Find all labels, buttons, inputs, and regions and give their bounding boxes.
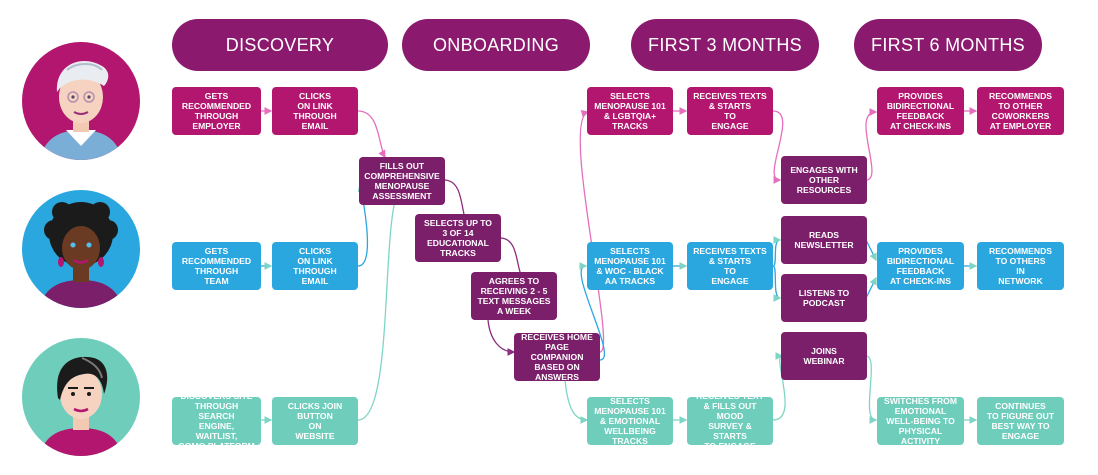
phase-header-discovery: DISCOVERY [172, 19, 388, 71]
step-p1-receives-texts: RECEIVES TEXTS & STARTS TO ENGAGE [687, 87, 773, 135]
connector-resources-p1-feedback [865, 108, 878, 181]
step-p1-gets-recommended: GETS RECOMMENDED THROUGH EMPLOYER [172, 87, 261, 135]
connector-webinar-switches [865, 355, 878, 424]
persona-older-woman-icon [40, 61, 122, 160]
step-p3-clicks-join: CLICKS JOIN BUTTON ON WEBSITE [272, 397, 358, 445]
step-fills-out-assessment: FILLS OUT COMPREHENSIVE MENOPAUSE ASSESS… [359, 157, 445, 205]
connector-p3-clicks-assessment [357, 186, 401, 421]
step-p2-provides-feedback: PROVIDES BIDIRECTIONAL FEEDBACK AT CHECK… [877, 242, 964, 290]
connector-p2-receives-podcast [772, 265, 782, 302]
step-p3-selects-tracks: SELECTS MENOPAUSE 101 & EMOTIONAL WELLBE… [587, 396, 673, 446]
connector-homepage-p1-selects [579, 110, 605, 353]
connector-p2-receives-newsletter [772, 236, 782, 267]
persona-2-avatar [22, 190, 140, 308]
step-p1-clicks-link: CLICKS ON LINK THROUGH EMAIL [272, 87, 358, 135]
connector-p1-clicks-assessment [357, 110, 386, 159]
step-agrees-text-messages: AGREES TO RECEIVING 2 - 5 TEXT MESSAGES … [471, 272, 557, 320]
connector-texts-homepage [487, 319, 516, 356]
step-p1-recommends-coworkers: RECOMMENDS TO OTHER COWORKERS AT EMPLOYE… [977, 87, 1064, 135]
connector-newsletter-feedback [865, 239, 877, 262]
step-p2-recommends-network: RECOMMENDS TO OTHERS IN NETWORK [977, 242, 1064, 290]
step-p1-provides-feedback: PROVIDES BIDIRECTIONAL FEEDBACK AT CHECK… [877, 87, 964, 135]
connector-podcast-feedback [865, 276, 877, 299]
persona-3-avatar [22, 338, 140, 456]
step-listens-podcast: LISTENS TO PODCAST [781, 274, 867, 322]
phase-header-first-6-months: FIRST 6 MONTHS [854, 19, 1042, 71]
step-p2-receives-texts: RECEIVES TEXTS & STARTS TO ENGAGE [687, 242, 773, 290]
step-reads-newsletter: READS NEWSLETTER [781, 216, 867, 264]
step-p3-continues-figuring: CONTINUES TO FIGURE OUT BEST WAY TO ENGA… [977, 397, 1064, 445]
step-engages-other-resources: ENGAGES WITH OTHER RESOURCES [781, 156, 867, 204]
step-p3-discovers-site: DISCOVERS SITE THROUGH SEARCH ENGINE, WA… [172, 391, 261, 451]
persona-short-hair-woman-icon [40, 356, 122, 456]
step-p1-selects-tracks: SELECTS MENOPAUSE 101 & LGBTQIA+ TRACKS [587, 87, 673, 135]
phase-header-onboarding: ONBOARDING [402, 19, 590, 71]
step-p2-clicks-link: CLICKS ON LINK THROUGH EMAIL [272, 242, 358, 290]
step-p3-receives-text: RECEIVES TEXT & FILLS OUT MOOD SURVEY & … [687, 391, 773, 451]
step-p3-switches-activity: SWITCHES FROM EMOTIONAL WELL-BEING TO PH… [877, 396, 964, 446]
phase-header-first-3-months: FIRST 3 MONTHS [631, 19, 819, 71]
step-receives-home-page: RECEIVES HOME PAGE COMPANION BASED ON AN… [514, 332, 600, 382]
step-p2-selects-tracks: SELECTS MENOPAUSE 101 & WOC - BLACK AA T… [587, 242, 673, 290]
persona-curly-hair-woman-icon [40, 202, 122, 308]
persona-1-avatar [22, 42, 140, 160]
connector-homepage-p3-selects [564, 379, 589, 424]
step-joins-webinar: JOINS WEBINAR [781, 332, 867, 380]
step-p2-gets-recommended: GETS RECOMMENDED THROUGH TEAM [172, 242, 261, 290]
step-selects-educational-tracks: SELECTS UP TO 3 OF 14 EDUCATIONAL TRACKS [415, 214, 501, 262]
